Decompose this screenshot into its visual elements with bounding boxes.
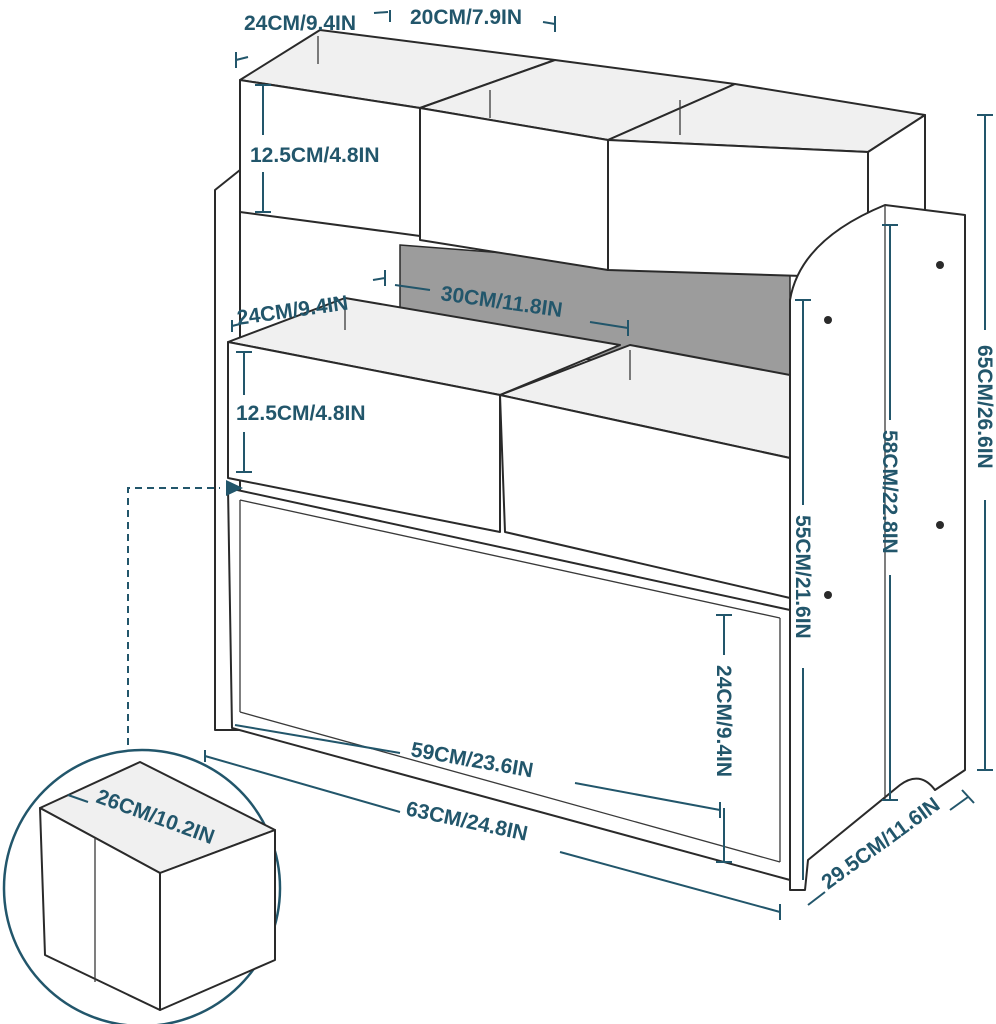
- mid-bin-left: [227, 297, 621, 533]
- label-front-height: 55CM/21.6IN: [791, 515, 814, 639]
- label-side-height: 58CM/22.8IN: [878, 430, 901, 554]
- label-top-bin-depth: 20CM/7.9IN: [410, 6, 522, 29]
- top-bin-middle: [419, 59, 736, 271]
- screw-icon: [936, 521, 944, 529]
- label-total-height: 65CM/26.6IN: [973, 345, 996, 469]
- screw-icon: [824, 591, 832, 599]
- screw-icon: [824, 316, 832, 324]
- label-large-bin-height: 24CM/9.4IN: [712, 665, 735, 777]
- mid-bin-right: [499, 344, 791, 599]
- label-top-bin-width: 24CM/9.4IN: [244, 12, 356, 35]
- label-top-bin-height: 12.5CM/4.8IN: [250, 144, 380, 167]
- arrow-icon: [226, 480, 243, 496]
- right-side-panel: [789, 204, 966, 891]
- screw-icon: [936, 261, 944, 269]
- dimension-lines: [127, 10, 993, 920]
- label-mid-bin-height: 12.5CM/4.8IN: [236, 402, 366, 425]
- top-bin-left: [239, 29, 556, 237]
- zoom-detail: [2, 748, 282, 1024]
